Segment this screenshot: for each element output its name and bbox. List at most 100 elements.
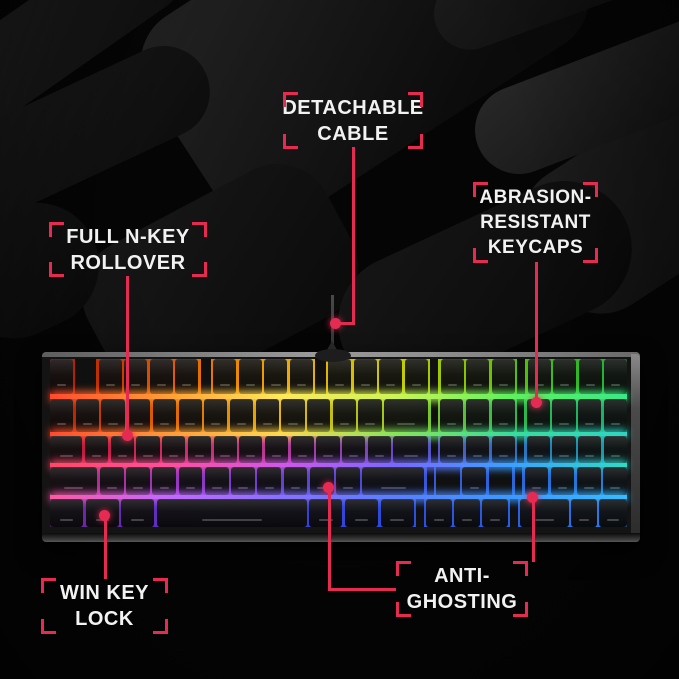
keyboard-key xyxy=(238,359,262,394)
key-cluster-gap xyxy=(517,399,525,432)
callout-label: ANTI- xyxy=(434,565,490,587)
callout-label: DETACHABLE xyxy=(282,96,424,119)
leader-dot-anti-ghosting xyxy=(323,482,334,493)
bracket-corner-icon xyxy=(396,561,411,576)
keyboard-key xyxy=(281,399,305,432)
keyboard-key xyxy=(290,436,314,463)
keyboard-key xyxy=(283,467,308,495)
keyboard-key xyxy=(50,399,74,432)
keyboard-key xyxy=(353,359,377,394)
rgb-glow-line xyxy=(50,391,627,402)
keyboard-key xyxy=(553,359,577,394)
callout-abrasion-resistant-keycaps: ABRASION- RESISTANT KEYCAPS xyxy=(473,182,598,263)
keyboard-key xyxy=(462,467,487,495)
key-cluster-gap xyxy=(517,359,526,394)
callout-full-nkey-rollover: FULL N-KEY ROLLOVER xyxy=(49,222,207,277)
keyboard-key xyxy=(482,499,508,527)
leader-dot-anti-ghosting xyxy=(527,492,538,503)
keyboard-key xyxy=(175,359,199,394)
keyboard-key xyxy=(552,436,576,463)
keyboard-key xyxy=(101,399,125,432)
keyboard-row xyxy=(50,499,628,527)
key-cluster-gap xyxy=(416,499,424,527)
bracket-corner-icon xyxy=(583,182,598,197)
keyboard-key xyxy=(255,399,279,432)
bracket-corner-icon xyxy=(41,619,56,634)
bracket-corner-icon xyxy=(473,182,488,197)
keyboard-key xyxy=(307,399,331,432)
key-cluster-gap xyxy=(517,436,525,463)
bracket-corner-icon xyxy=(192,262,207,277)
keyboard-key xyxy=(520,499,569,527)
key-cluster-gap xyxy=(514,467,522,495)
keyboard-key xyxy=(124,359,148,394)
bracket-corner-icon xyxy=(41,578,56,593)
keyboard-key-deck xyxy=(50,359,628,531)
keyboard-key xyxy=(571,499,597,527)
keyboard-key xyxy=(576,467,601,495)
leader-line-anti-ghosting xyxy=(328,491,331,591)
keyboard-key xyxy=(404,359,428,394)
keyboard-key xyxy=(342,436,366,463)
keyboard-key xyxy=(384,399,429,432)
bracket-corner-icon xyxy=(49,262,64,277)
keyboard-key xyxy=(379,359,403,394)
leader-line-nkey-rollover xyxy=(126,276,129,436)
bracket-corner-icon xyxy=(513,561,528,576)
callout-detachable-cable: DETACHABLE CABLE xyxy=(282,92,424,149)
keyboard-key xyxy=(362,467,425,495)
key-cluster-gap xyxy=(75,359,97,394)
keyboard-key xyxy=(426,499,452,527)
keyboard-key xyxy=(50,467,98,495)
keyboard-key xyxy=(526,399,550,432)
leader-line-win-key-lock xyxy=(104,519,107,579)
keyboard-key xyxy=(110,436,134,463)
keyboard-key xyxy=(578,359,602,394)
callout-label: FULL N-KEY xyxy=(66,225,190,248)
keyboard-key xyxy=(50,436,83,463)
keyboard-key xyxy=(309,499,343,527)
keyboard-key xyxy=(336,467,360,495)
keyboard-key xyxy=(50,359,73,394)
keyboard-key xyxy=(187,436,211,463)
keyboard-key xyxy=(99,467,124,495)
key-cluster-gap xyxy=(436,467,460,495)
callout-anti-ghosting: ANTI- GHOSTING xyxy=(396,561,528,617)
bracket-corner-icon xyxy=(283,134,298,149)
keyboard-key xyxy=(604,359,628,394)
key-cluster-gap xyxy=(430,399,438,432)
keyboard-key xyxy=(229,399,254,432)
leader-line-abrasion-keycaps xyxy=(535,262,538,404)
cable-connector-base xyxy=(315,349,351,362)
keyboard-key xyxy=(552,399,576,432)
keyboard-key xyxy=(344,499,379,527)
keyboard-key xyxy=(440,436,464,463)
callout-label: GHOSTING xyxy=(406,591,518,613)
key-cluster-gap xyxy=(430,436,438,463)
bracket-corner-icon xyxy=(408,92,423,107)
keyboard-key xyxy=(603,399,628,432)
bracket-corner-icon xyxy=(473,248,488,263)
keyboard-key xyxy=(599,499,628,527)
keyboard-key xyxy=(316,436,340,463)
keyboard-key xyxy=(152,467,177,495)
keyboard-key xyxy=(524,467,549,495)
keyboard-key xyxy=(152,399,177,432)
keyboard-key xyxy=(491,399,515,432)
keyboard-key xyxy=(367,436,391,463)
keyboard-key xyxy=(264,436,289,463)
leader-line-anti-ghosting xyxy=(328,588,396,591)
keyboard-key xyxy=(440,399,464,432)
rgb-glow-line xyxy=(50,492,627,502)
bracket-corner-icon xyxy=(153,619,168,634)
keyboard-key xyxy=(603,436,628,463)
bracket-corner-icon xyxy=(408,134,423,149)
keyboard-key xyxy=(526,436,550,463)
keyboard-key xyxy=(162,436,186,463)
keyboard-key xyxy=(527,359,551,394)
keyboard-key xyxy=(491,436,515,463)
keyboard-key xyxy=(454,499,480,527)
keyboard-key xyxy=(213,436,237,463)
